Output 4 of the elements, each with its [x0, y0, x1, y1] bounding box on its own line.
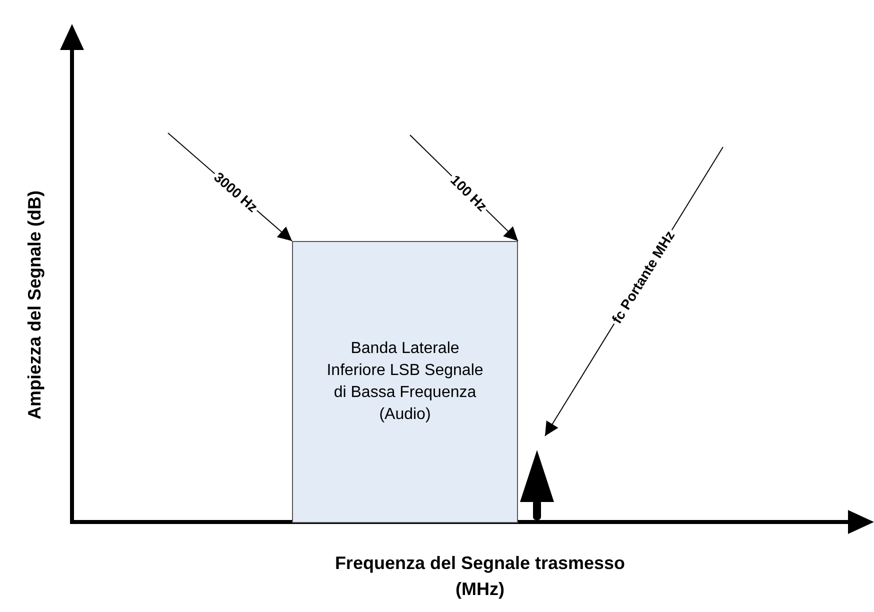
box-text: Banda Laterale Inferiore LSB Segnale di Bassa Frequenza (Audio): [326, 339, 484, 425]
axis-title: Ampiezza del Segnale (dB): [24, 190, 46, 420]
axis-title: Frequenza del Segnale trasmesso (MHz): [334, 552, 626, 601]
sideband-box: [292, 241, 518, 523]
